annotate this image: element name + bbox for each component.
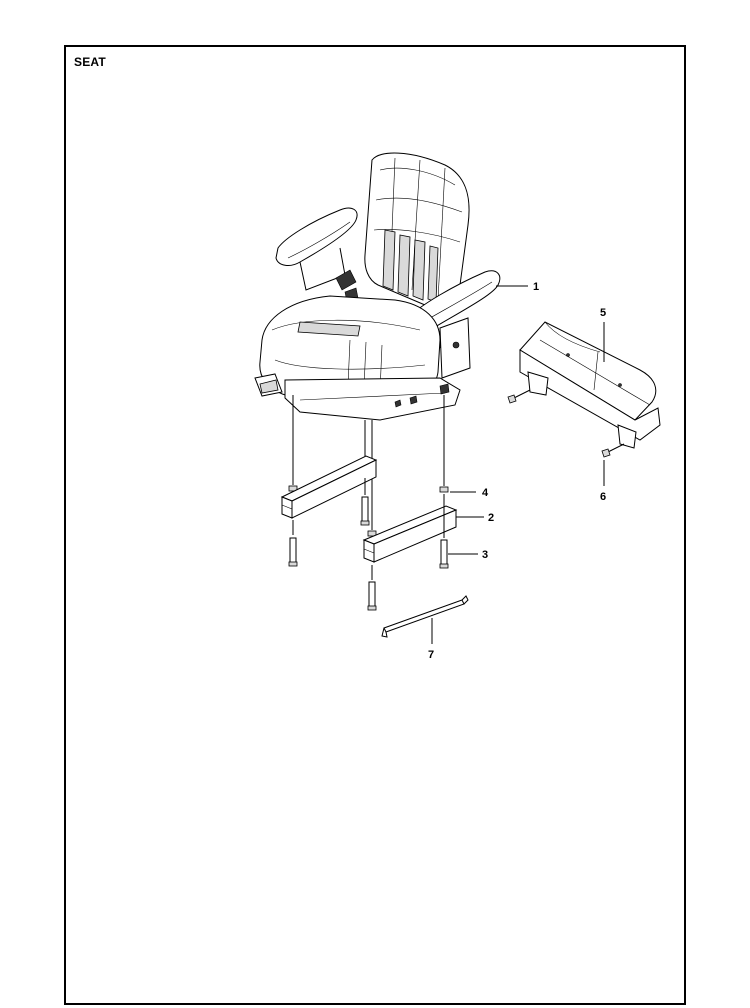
- callout-3: 3: [482, 549, 488, 561]
- callout-4: 4: [482, 487, 489, 499]
- part-bolt[interactable]: [288, 478, 449, 611]
- callout-7: 7: [428, 649, 434, 661]
- part-seat-assembly[interactable]: [254, 152, 501, 421]
- callout-2: 2: [488, 512, 494, 524]
- callout-labels: 1 2 3 4 5 6 7: [428, 281, 606, 661]
- callout-leaders: [431, 285, 605, 644]
- callout-6: 6: [600, 491, 606, 503]
- part-rail-rear[interactable]: [280, 455, 378, 519]
- callout-5: 5: [600, 307, 606, 319]
- part-rail-front[interactable]: [362, 505, 458, 563]
- page-title: SEAT: [74, 55, 106, 69]
- part-rod[interactable]: [381, 595, 469, 638]
- part-seat-cover[interactable]: [519, 321, 661, 449]
- part-screw[interactable]: [507, 389, 625, 458]
- page-frame: [64, 45, 686, 1005]
- callout-1: 1: [533, 281, 539, 293]
